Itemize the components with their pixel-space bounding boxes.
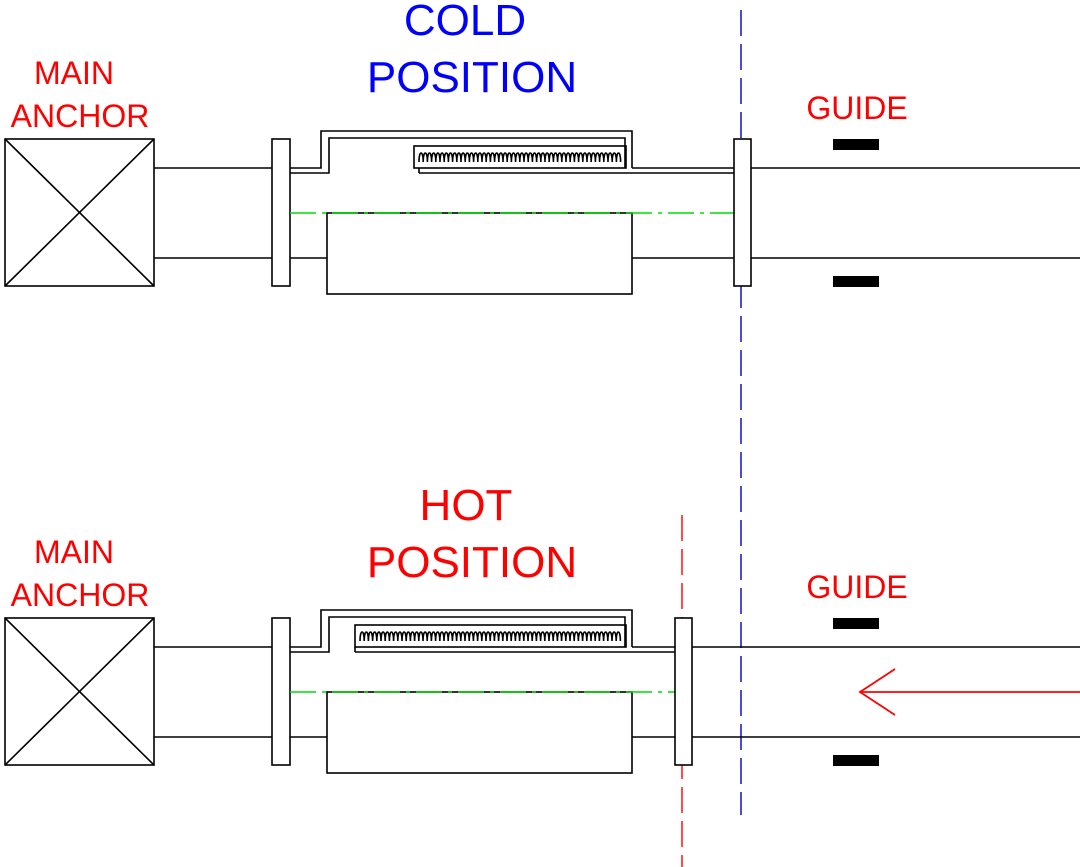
hot-left-flange: [271, 617, 291, 766]
cold-guide-top-icon: [833, 139, 879, 150]
hot-anchor-label-line2: ANCHOR: [11, 577, 150, 613]
cold-guide-label: GUIDE: [806, 90, 907, 126]
hot-right-flange: [674, 617, 693, 766]
cold-guide-bottom-icon: [833, 276, 879, 287]
hot-title-line2: POSITION: [367, 538, 577, 587]
hot-joint-lower-body: [326, 691, 633, 774]
hot-guide-top-icon: [833, 618, 879, 629]
cold-title-line2: POSITION: [367, 53, 577, 102]
cold-anchor-label-line1: MAIN: [34, 55, 114, 91]
cold-title-line1: COLD: [404, 0, 526, 45]
cold-bellows-icon: [413, 145, 627, 169]
hot-anchor-icon: [4, 617, 155, 766]
cold-right-flange: [733, 138, 752, 287]
cold-anchor-icon: [4, 138, 155, 287]
cold-anchor-label-line2: ANCHOR: [11, 98, 150, 134]
cold-left-flange: [271, 138, 291, 287]
hot-anchor-label-line1: MAIN: [34, 534, 114, 570]
left-arrow-icon: [858, 668, 1080, 716]
cold-position-assembly: COLD POSITION MAIN ANCHOR GUIDE: [4, 0, 1080, 295]
cold-joint-lower-body: [326, 212, 633, 295]
hot-guide-bottom-icon: [833, 755, 879, 766]
hot-title-line1: HOT: [420, 481, 513, 530]
hot-bellows-icon: [354, 624, 627, 648]
hot-guide-label: GUIDE: [806, 569, 907, 605]
hot-position-assembly: HOT POSITION MAIN ANCHOR GUIDE: [4, 481, 1080, 774]
